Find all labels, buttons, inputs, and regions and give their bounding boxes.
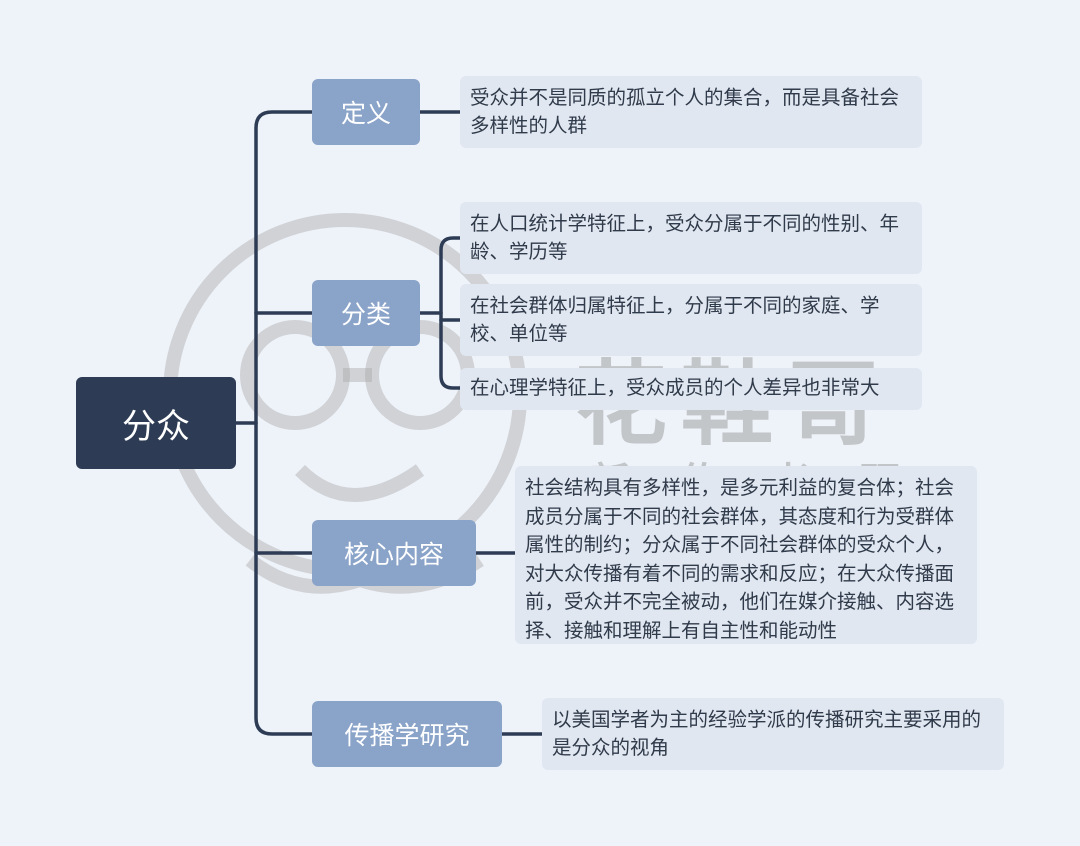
root-node: 分众 [76, 377, 236, 469]
leaf-research-text: 以美国学者为主的经验学派的传播研究主要采用的是分众的视角 [542, 698, 1004, 770]
leaf-classification-demographic: 在人口统计学特征上，受众分属于不同的性别、年龄、学历等 [460, 202, 922, 274]
leaf-classification-social-group: 在社会群体归属特征上，分属于不同的家庭、学校、单位等 [460, 284, 922, 356]
branch-communication-research: 传播学研究 [312, 701, 502, 767]
branch-classification: 分类 [312, 280, 420, 346]
branch-definition: 定义 [312, 79, 420, 145]
leaf-core-content-text: 社会结构具有多样性，是多元利益的复合体；社会成员分属于不同的社会群体，其态度和行… [515, 466, 977, 644]
leaf-classification-psychological: 在心理学特征上，受众成员的个人差异也非常大 [460, 368, 922, 410]
leaf-definition-text: 受众并不是同质的孤立个人的集合，而是具备社会多样性的人群 [460, 76, 922, 148]
branch-core-content: 核心内容 [312, 520, 476, 586]
